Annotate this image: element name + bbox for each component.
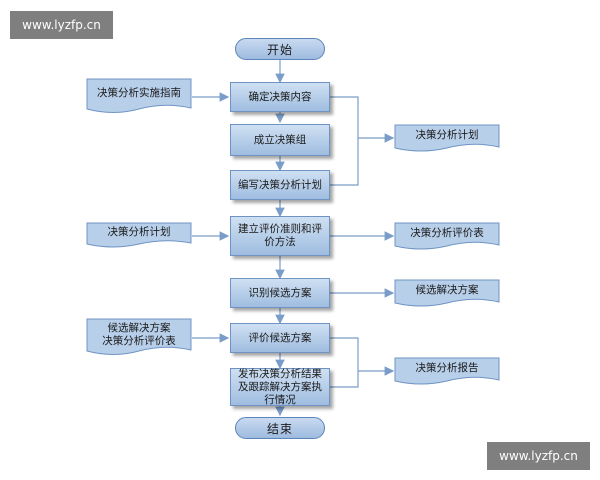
- connector-step7-output-report: [330, 371, 359, 388]
- start-terminator: 开始: [235, 38, 325, 60]
- output-doc-candidates-label: 候选解决方案: [415, 284, 479, 296]
- output-doc-eval-table: 决策分析评价表: [394, 222, 500, 252]
- input-doc-candidates-line: 候选解决方案: [107, 321, 171, 334]
- output-doc-report-label: 决策分析报告: [415, 362, 479, 374]
- input-doc-guide: 决策分析实施指南: [86, 78, 192, 116]
- document-shape-icon: [86, 318, 192, 355]
- step-publish-results: 发布决策分析结果及跟踪解决方案执行情况: [230, 368, 330, 406]
- document-shape-icon: [86, 78, 192, 113]
- document-shape-icon: [394, 279, 500, 307]
- document-shape-icon: [86, 222, 192, 248]
- step-form-group: 成立决策组: [230, 124, 330, 156]
- document-shape-icon: [394, 124, 500, 152]
- input-doc-candidates-eval-label: 候选解决方案 决策分析评价表: [102, 322, 176, 348]
- document-shape-icon: [394, 222, 500, 250]
- input-doc-plan-label: 决策分析计划: [107, 226, 171, 238]
- document-shape-icon: [394, 357, 500, 385]
- step-criteria-methods: 建立评价准则和评价方法: [230, 216, 330, 256]
- output-doc-candidates: 候选解决方案: [394, 279, 500, 309]
- step-evaluate-candidates: 评价候选方案: [230, 323, 330, 353]
- step-write-plan: 编写决策分析计划: [230, 170, 330, 200]
- connector-step1-output-plan: [330, 96, 359, 138]
- end-terminator: 结束: [235, 417, 325, 439]
- input-doc-plan: 决策分析计划: [86, 222, 192, 250]
- output-doc-eval-table-label: 决策分析评价表: [410, 227, 484, 239]
- watermark-top-left: www.lyzfp.cn: [10, 11, 113, 39]
- input-doc-candidates-eval: 候选解决方案 决策分析评价表: [86, 318, 192, 358]
- input-doc-guide-label: 决策分析实施指南: [97, 87, 181, 99]
- connector-step6-output-report: [330, 337, 359, 371]
- output-doc-plan: 决策分析计划: [394, 124, 500, 154]
- input-doc-eval-line: 决策分析评价表: [102, 334, 176, 347]
- watermark-bottom-right: www.lyzfp.cn: [487, 442, 590, 470]
- connector-step3-output-plan: [330, 138, 359, 186]
- step-define-decision: 确定决策内容: [230, 82, 330, 112]
- output-doc-plan-label: 决策分析计划: [415, 129, 479, 141]
- step-identify-candidates: 识别候选方案: [230, 278, 330, 308]
- output-doc-report: 决策分析报告: [394, 357, 500, 387]
